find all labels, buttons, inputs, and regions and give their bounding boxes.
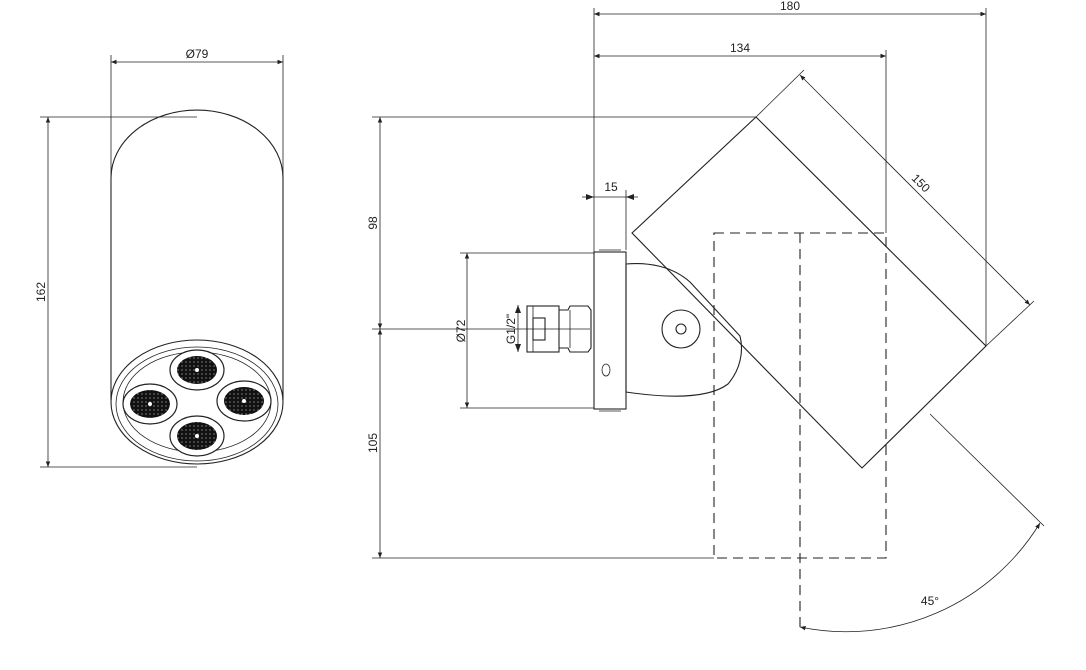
nozzle-bottom [169,415,225,457]
dim-width-center: 134 [730,41,750,55]
dim-line-length-body [799,74,1031,306]
dim-diameter-plate: Ø72 [454,319,468,342]
spray-disc-outer [110,339,284,465]
front-view: Ø79 162 [34,47,284,468]
nozzle-top [169,349,225,391]
spray-disc-rim [115,346,279,462]
cylinder-body-outline [110,109,284,400]
dim-angle: 45° [921,594,939,608]
swivel-body [625,263,743,397]
tilted-shower-body [631,116,987,469]
dim-arc-angle [799,522,1041,633]
threaded-connector [526,305,592,353]
wall-plate [593,251,627,410]
dim-lower-height: 105 [366,433,380,453]
dim-length-body: 150 [909,171,933,195]
nozzle-right [216,380,272,422]
side-view: 180 134 15 98 105 Ø72 G1/2" [366,0,1045,633]
dim-upper-height: 98 [366,216,380,230]
set-screw-icon [601,363,611,377]
dim-height-total: 162 [34,282,48,302]
dim-thread: G1/2" [504,314,518,344]
dim-width-overall: 180 [780,0,800,13]
dim-diameter-body: Ø79 [186,47,209,61]
swivel-hub-icon [661,309,701,349]
nozzle-left [122,383,178,425]
dim-plate-thickness: 15 [604,180,618,194]
